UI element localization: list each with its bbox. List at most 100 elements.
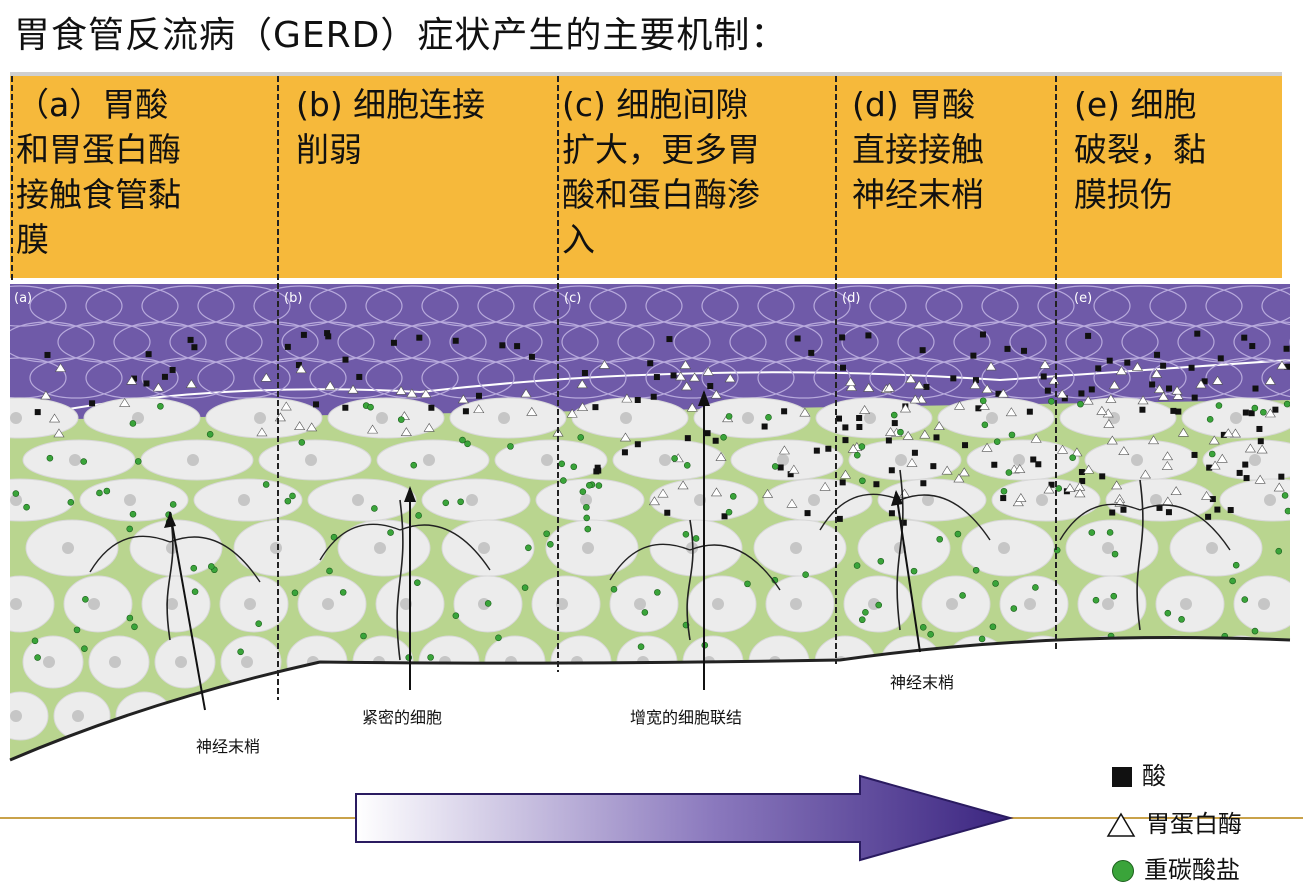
nerve-branch <box>819 493 901 531</box>
pepsin-particle <box>883 382 895 392</box>
label-tight-cells: 紧密的细胞 <box>362 708 443 727</box>
acid-particle <box>1242 461 1249 468</box>
pepsin-particle <box>260 372 272 382</box>
bicarbonate-particle <box>1032 584 1039 591</box>
surface-cell <box>421 357 515 399</box>
surface-cell <box>1093 357 1187 399</box>
acid-particle <box>1214 506 1221 513</box>
pepsin-particle <box>1177 427 1189 437</box>
bicarbonate-particle <box>936 535 944 543</box>
bicarbonate-particle <box>802 571 809 579</box>
cell-nucleus <box>478 542 490 554</box>
pepsin-particle <box>1161 451 1174 461</box>
cell-nucleus <box>901 656 913 668</box>
stage-d-line: 直接接触 <box>852 130 984 169</box>
cell-nucleus <box>1264 494 1276 506</box>
cell-nucleus <box>238 494 250 506</box>
pepsin-particle <box>788 464 800 474</box>
bicarbonate-particle <box>579 488 587 495</box>
nerve-branch <box>319 523 401 561</box>
bicarbonate-particle <box>1092 596 1100 604</box>
bicarbonate-particle <box>877 557 885 565</box>
pepsin-particle <box>400 427 412 436</box>
acid-particle <box>1109 509 1116 516</box>
bicarbonate-particle <box>1251 404 1259 412</box>
bicarbonate-particle <box>464 440 471 448</box>
epithelial-cell <box>1210 635 1272 689</box>
acid-particle <box>1191 394 1198 401</box>
acid-particle <box>856 424 863 431</box>
acid-particle <box>1205 513 1212 520</box>
panel-tag-b: (b) <box>284 291 302 306</box>
cell-nucleus <box>69 454 81 466</box>
pepsin-particle <box>1111 480 1123 490</box>
acid-particle <box>666 336 673 343</box>
acid-particle <box>911 449 918 456</box>
stage-e-line: 破裂，黏 <box>1074 130 1206 169</box>
cell-nucleus <box>922 494 934 506</box>
pepsin-particle <box>1082 395 1094 405</box>
pepsin-particle <box>885 427 897 436</box>
bicarbonate-particle <box>584 525 592 533</box>
page-title: 胃食管反流病（GERD）症状产生的主要机制： <box>14 15 788 56</box>
bicarbonate-particle <box>1005 469 1013 476</box>
label-nerve-ending-a: 神经末梢 <box>196 737 261 756</box>
acid-particle <box>1257 438 1264 445</box>
bicarbonate-particle <box>1283 400 1290 408</box>
cell-nucleus <box>1024 598 1036 610</box>
cell-nucleus <box>1258 598 1270 610</box>
acid-particle <box>581 369 588 376</box>
acid-particle <box>839 479 846 486</box>
acid-particle <box>839 334 846 341</box>
surface-cell <box>1037 357 1131 399</box>
pepsin-particle <box>53 428 65 438</box>
bicarbonate-particle <box>720 433 727 441</box>
stage-d-line: 神经末梢 <box>852 175 984 214</box>
cell-nucleus <box>895 454 907 466</box>
bicarbonate-particle <box>521 584 529 591</box>
acid-particle <box>634 397 641 404</box>
pepsin-particle <box>49 413 61 423</box>
pepsin-particle <box>1030 433 1042 443</box>
pepsin-particle <box>152 382 164 392</box>
pepsin-particle <box>423 422 435 432</box>
acid-particle <box>1166 385 1173 392</box>
acid-particle <box>1249 343 1256 350</box>
pepsin-particle <box>1157 391 1169 401</box>
bicarbonate-particle <box>1088 529 1096 536</box>
pepsin-particle <box>933 421 945 431</box>
pepsin-particle <box>953 473 965 483</box>
bicarbonate-particle <box>507 443 514 450</box>
acid-particle <box>1220 431 1227 438</box>
pepsin-particle <box>710 487 723 497</box>
bicarbonate-particle <box>890 411 898 419</box>
bicarbonate-particle <box>981 421 989 429</box>
pepsin-triangle-icon <box>1106 812 1136 837</box>
acid-particle <box>284 343 291 350</box>
surface-cell <box>981 357 1075 399</box>
cell-nucleus <box>88 598 100 610</box>
bicarbonate-particle <box>859 477 866 485</box>
acid-particle <box>1160 362 1167 369</box>
bicarbonate-particle <box>81 645 88 652</box>
acid-particle <box>919 347 926 354</box>
acid-particle <box>145 351 152 358</box>
bicarbonate-particle <box>495 634 502 642</box>
acid-particle <box>1242 409 1249 416</box>
bicarbonate-particle <box>637 643 645 651</box>
bicarbonate-dot-icon <box>1112 860 1134 882</box>
bicarbonate-particle <box>989 623 997 631</box>
acid-particle <box>923 383 930 390</box>
acid-particle <box>991 461 998 468</box>
acid-particle <box>842 437 849 444</box>
bicarbonate-particle <box>397 416 405 423</box>
bicarbonate-particle <box>1110 592 1118 600</box>
pepsin-particle <box>1276 360 1288 370</box>
bicarbonate-particle <box>919 624 927 631</box>
acid-particle <box>950 375 957 382</box>
bicarbonate-particle <box>1106 529 1114 536</box>
pepsin-particle <box>799 407 811 417</box>
cell-nucleus <box>1002 710 1014 722</box>
acid-particle <box>1061 395 1068 402</box>
bicarbonate-particle <box>993 438 1001 445</box>
